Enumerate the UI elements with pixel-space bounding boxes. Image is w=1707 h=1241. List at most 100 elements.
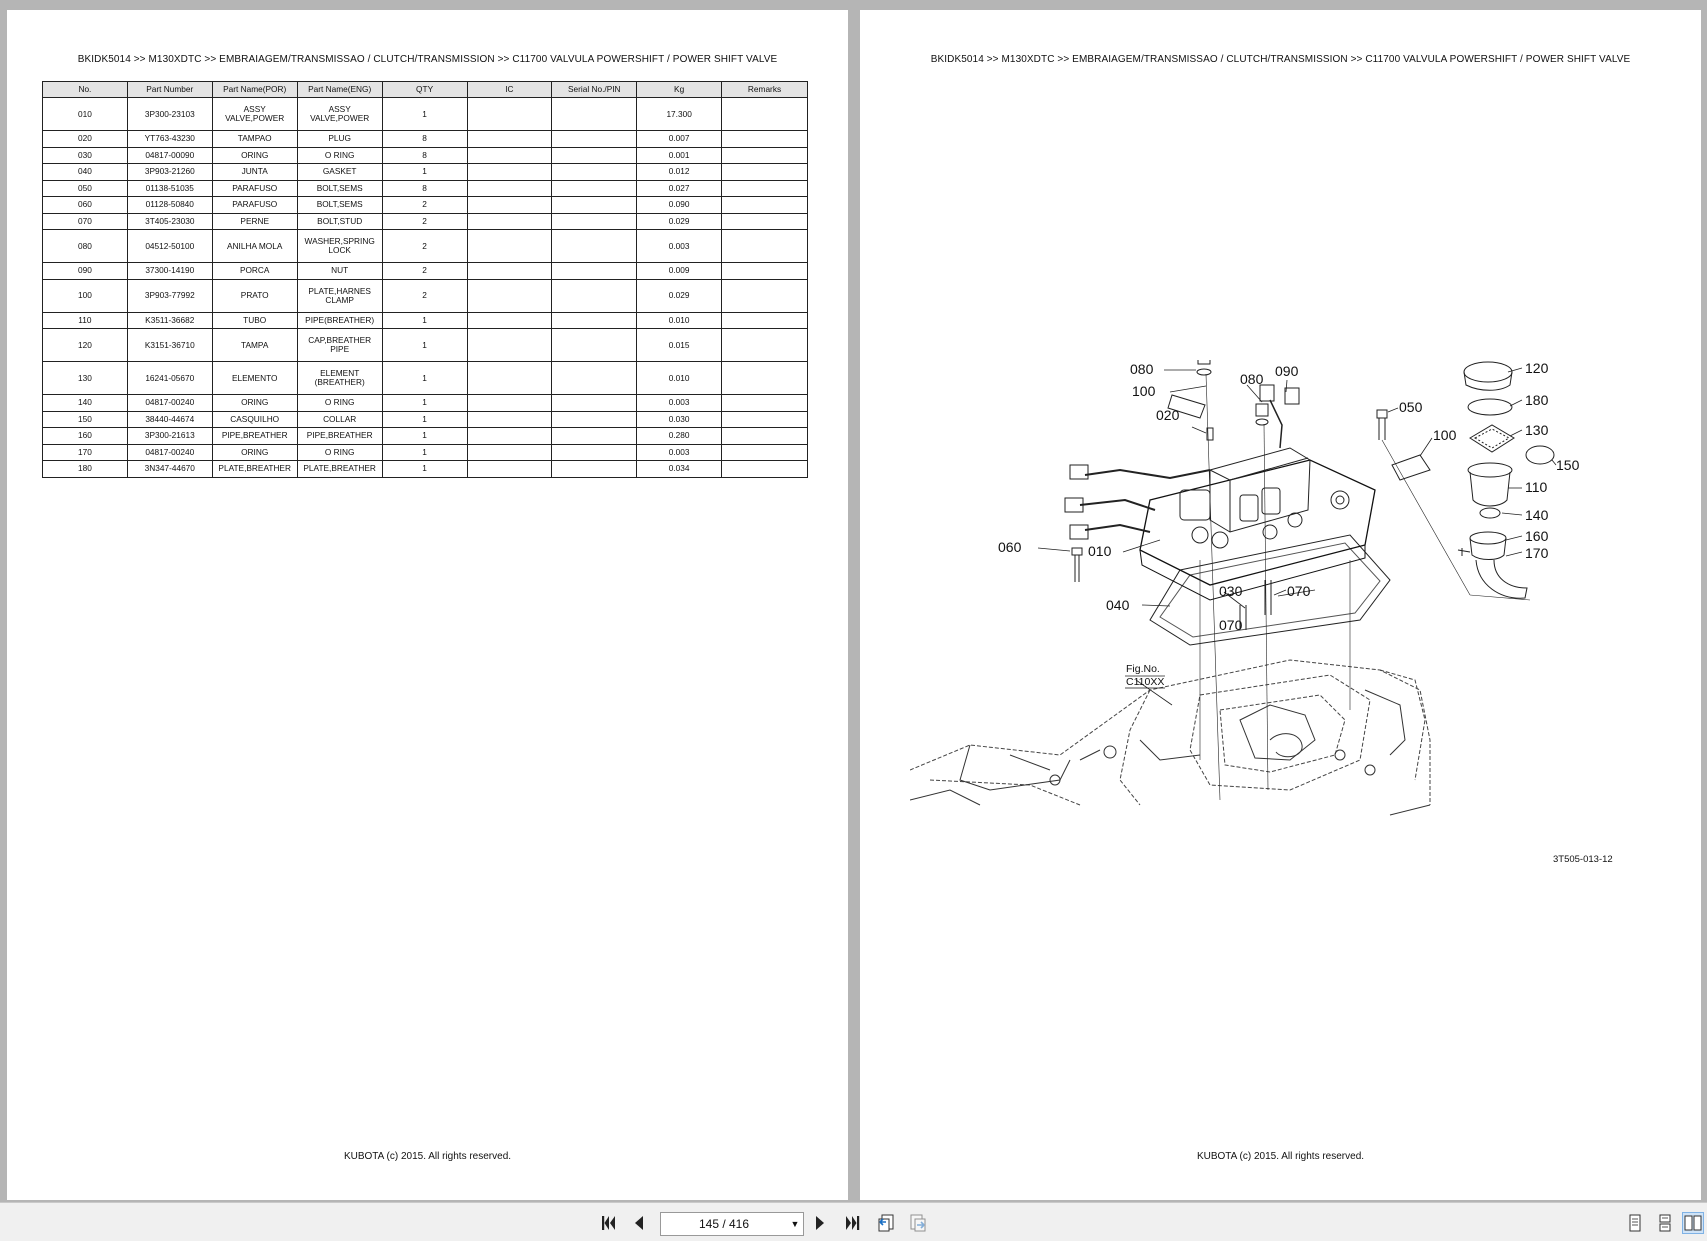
page-left: BKIDK5014 >> M130XDTC >> EMBRAIAGEM/TRAN… <box>7 10 848 1200</box>
table-cell <box>466 328 553 362</box>
column-header: Remarks <box>721 81 808 98</box>
table-cell <box>466 146 553 164</box>
table-cell: 04817-00240 <box>126 443 213 461</box>
callout-label: 080 <box>1130 361 1154 377</box>
table-cell: 060 <box>42 196 128 214</box>
table-cell <box>721 97 808 131</box>
go-back-icon[interactable] <box>875 1212 897 1234</box>
table-cell: YT763-43230 <box>126 130 213 148</box>
table-cell <box>551 361 638 395</box>
table-cell <box>721 278 808 313</box>
continuous-icon[interactable] <box>1654 1212 1676 1234</box>
table-cell: BOLT,SEMS <box>296 196 383 214</box>
table-cell: PORCA <box>211 262 298 280</box>
table-cell: 1 <box>381 97 468 131</box>
table-cell <box>466 278 553 313</box>
page-indicator: 145 / 416 <box>698 1217 750 1231</box>
table-cell: PARAFUSO <box>211 196 298 214</box>
table-cell: 2 <box>381 229 468 263</box>
table-cell: PERNE <box>211 212 298 230</box>
table-cell: ORING <box>211 146 298 164</box>
table-cell: 050 <box>42 179 128 197</box>
table-cell: NUT <box>296 262 383 280</box>
table-cell <box>721 394 808 412</box>
table-cell: 080 <box>42 229 128 263</box>
table-cell: 0.007 <box>636 130 723 148</box>
go-forward-icon[interactable] <box>907 1212 929 1234</box>
table-cell: 100 <box>42 278 128 313</box>
callout-label: 120 <box>1525 360 1549 376</box>
table-cell <box>551 179 638 197</box>
prev-page-icon[interactable] <box>628 1212 650 1234</box>
gasket-drawing <box>1149 534 1391 646</box>
column-header: QTY <box>381 81 468 98</box>
table-cell: 3P903-77992 <box>126 278 213 313</box>
table-cell <box>466 130 553 148</box>
table-cell: 130 <box>42 361 128 395</box>
callout-label: 070 <box>1219 617 1243 633</box>
table-cell: 0.003 <box>636 229 723 263</box>
table-cell: 1 <box>381 427 468 445</box>
table-cell: O RING <box>296 146 383 164</box>
viewer-toolbar: 145 / 416 ▼ <box>0 1202 1707 1241</box>
callout-label: 100 <box>1433 427 1457 443</box>
first-page-icon[interactable] <box>598 1212 620 1234</box>
table-cell <box>551 130 638 148</box>
two-page-icon[interactable] <box>1682 1212 1704 1234</box>
table-cell: BOLT,SEMS <box>296 179 383 197</box>
table-cell: 1 <box>381 328 468 362</box>
table-cell <box>466 229 553 263</box>
callout-label: 140 <box>1525 507 1549 523</box>
table-cell: 04817-00090 <box>126 146 213 164</box>
callout-label: 060 <box>998 539 1022 555</box>
table-cell: 2 <box>381 262 468 280</box>
table-cell: 170 <box>42 443 128 461</box>
table-cell <box>551 262 638 280</box>
table-cell <box>721 311 808 329</box>
column-header: Part Name(POR) <box>211 81 298 98</box>
table-cell: 8 <box>381 146 468 164</box>
last-page-icon[interactable] <box>841 1212 863 1234</box>
page-number-input[interactable]: 145 / 416 ▼ <box>660 1212 804 1236</box>
table-cell: PIPE,BREATHER <box>211 427 298 445</box>
table-cell <box>721 146 808 164</box>
table-cell: TUBO <box>211 311 298 329</box>
table-cell <box>551 460 638 478</box>
table-cell <box>466 410 553 428</box>
table-cell: 0.015 <box>636 328 723 362</box>
table-cell: 8 <box>381 179 468 197</box>
table-cell: 0.010 <box>636 311 723 329</box>
table-cell: 38440-44674 <box>126 410 213 428</box>
table-cell: PARAFUSO <box>211 179 298 197</box>
table-cell: 2 <box>381 212 468 230</box>
chevron-down-icon[interactable]: ▼ <box>790 1219 800 1229</box>
table-cell <box>466 443 553 461</box>
table-cell: 2 <box>381 278 468 313</box>
table-cell: COLLAR <box>296 410 383 428</box>
table-cell: 0.029 <box>636 278 723 313</box>
table-cell: 37300-14190 <box>126 262 213 280</box>
document-viewer: BKIDK5014 >> M130XDTC >> EMBRAIAGEM/TRAN… <box>7 10 1701 1200</box>
table-cell <box>721 212 808 230</box>
single-page-icon[interactable] <box>1624 1212 1646 1234</box>
table-cell: K3511-36682 <box>126 311 213 329</box>
next-page-icon[interactable] <box>809 1212 831 1234</box>
table-cell: 020 <box>42 130 128 148</box>
table-cell: 0.027 <box>636 179 723 197</box>
table-cell: 2 <box>381 196 468 214</box>
table-cell: ANILHA MOLA <box>211 229 298 263</box>
table-cell: 180 <box>42 460 128 478</box>
table-cell: 01128-50840 <box>126 196 213 214</box>
table-cell: 1 <box>381 361 468 395</box>
table-cell <box>551 328 638 362</box>
